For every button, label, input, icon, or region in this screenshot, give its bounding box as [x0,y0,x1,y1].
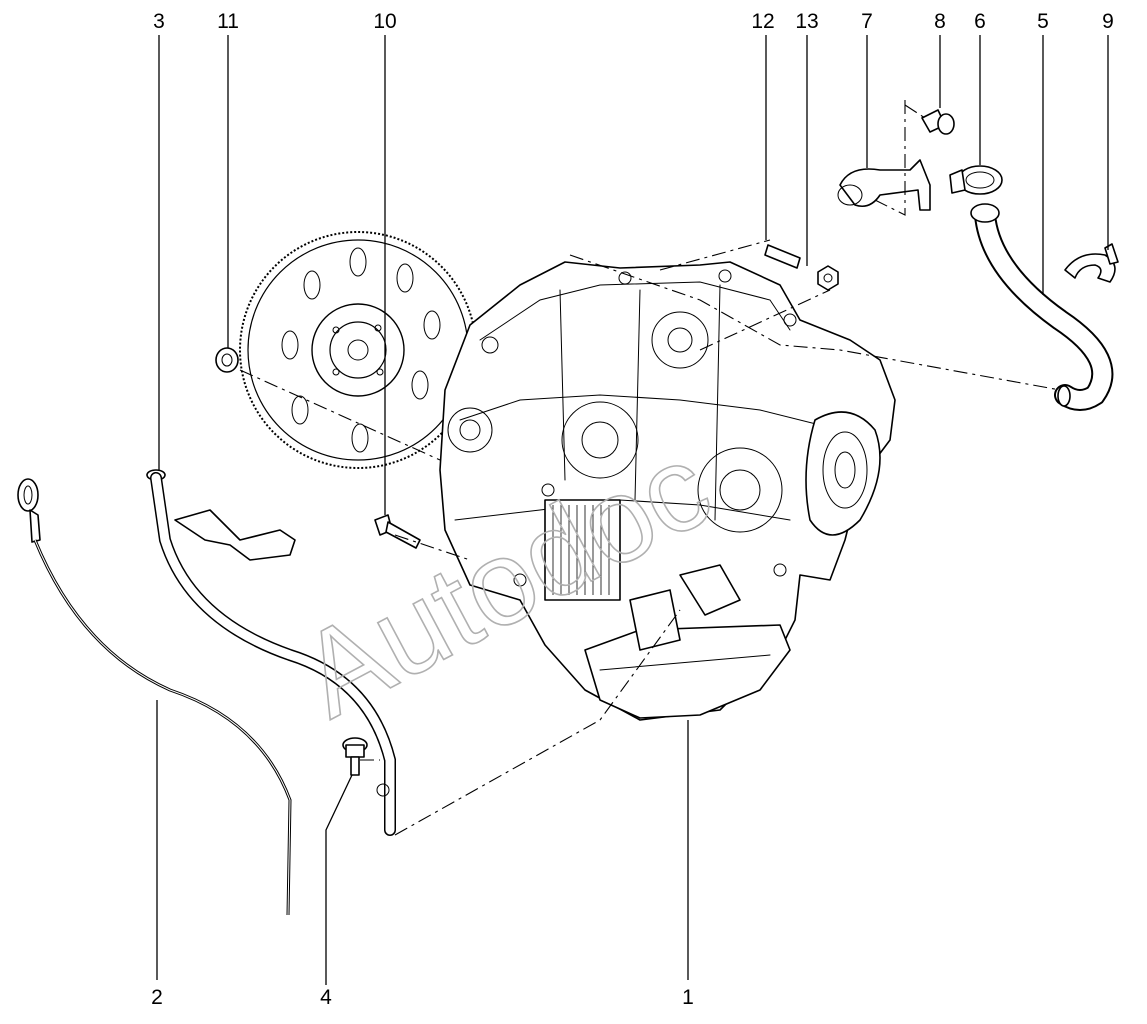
callout-3: 3 [153,10,165,33]
bolt-8 [921,109,955,135]
hose-clip-9 [1064,243,1119,283]
leader-lines [156,35,1109,985]
nut-11 [215,347,239,373]
hose-clamp-6 [949,165,1003,195]
callout-13: 13 [795,10,818,33]
callout-numbers: 3 11 10 12 13 7 8 6 5 9 2 4 1 [151,10,1114,1009]
stud-12 [764,244,801,269]
callout-11: 11 [217,10,239,33]
assembly-lines [239,100,1061,836]
callout-7: 7 [861,10,873,33]
dipstick [17,478,292,916]
callout-2: 2 [151,986,163,1009]
automatic-transmission-unit [439,261,896,721]
pipe-bracket-7 [837,159,931,211]
callout-6: 6 [974,10,986,33]
dipstick-guide-tube [146,469,396,836]
breather-hose-5 [970,203,1114,411]
bolt-10 [374,514,421,549]
callout-10: 10 [373,10,396,33]
callout-9: 9 [1102,10,1114,33]
bolt-4 [342,737,368,776]
callout-4: 4 [320,986,332,1009]
callout-1: 1 [682,986,694,1009]
nut-13 [817,265,839,291]
callout-8: 8 [934,10,946,33]
callout-12: 12 [751,10,774,33]
flywheel-drive-plate [239,231,477,469]
callout-5: 5 [1037,10,1049,33]
